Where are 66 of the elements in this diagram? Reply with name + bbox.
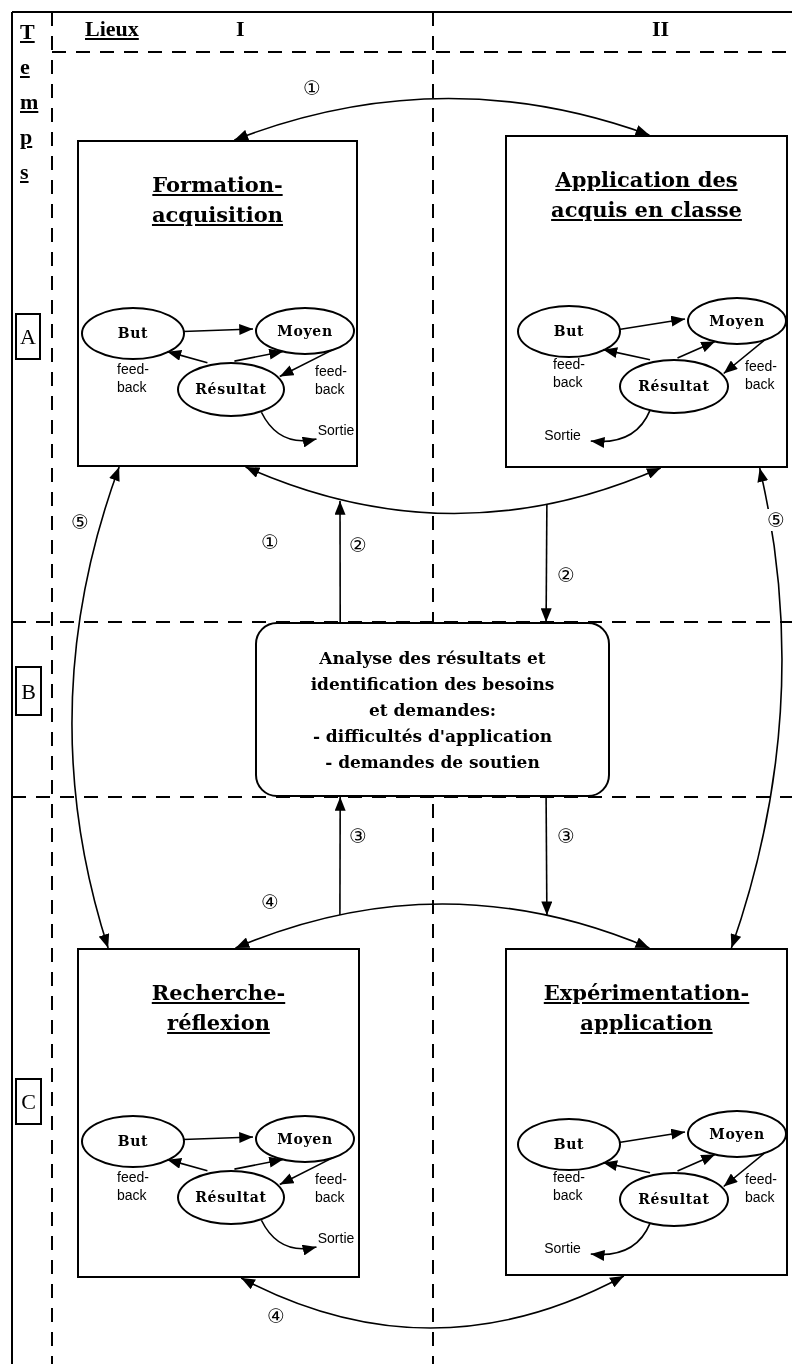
arrow [676,1153,716,1172]
column-label: I [236,15,245,43]
feedback-label: feed- back [315,362,348,398]
arrow [182,1132,254,1143]
box-text: Analyse des résultats et identification des besoins et demandes: [309,646,556,722]
box-title: Formation-acquisition [150,171,285,229]
ellipse-node: Moyen [255,1115,355,1163]
arrow [334,500,346,623]
ellipse-node: Résultat [619,1172,729,1227]
arrow [233,348,284,362]
ellipse-node: But [81,1115,185,1168]
arrow [233,1156,284,1170]
ellipse-node: Résultat [619,359,729,414]
row-marker: C [15,1078,42,1125]
feedback-label: feed- back [553,1168,586,1204]
output-label: Sortie [535,425,590,445]
arrow [233,97,651,141]
arrow [240,1275,625,1329]
ellipse-node: Résultat [177,1170,285,1225]
arrow [589,409,651,448]
box-title: Application des acquis en classe [550,166,743,224]
feedback-label: feed- back [117,1168,150,1204]
axis-title: Temps [20,18,36,186]
arrow [234,903,651,949]
process-box [255,622,610,797]
ellipse-node: But [517,305,621,358]
output-label: Sortie [311,1228,361,1248]
arrow [260,411,318,447]
box-title: Expérimentation-application [542,979,751,1037]
feedback-label: feed- back [745,357,778,393]
output-label: Sortie [535,1238,590,1258]
process-box [77,948,360,1278]
edge-label: ⑤ [767,509,785,531]
output-label: Sortie [311,420,361,440]
process-box [505,948,788,1276]
ellipse-node: But [81,307,185,360]
arrow [244,466,662,515]
arrow [71,466,120,949]
ellipse-node: Moyen [687,1110,787,1158]
ellipse-node: Résultat [177,362,285,417]
box-text: - demandes de soutien [325,750,540,774]
process-box [77,140,358,467]
arrow [618,1128,686,1144]
arrow [540,503,552,623]
ellipse-node: But [517,1118,621,1171]
column-label: II [652,15,670,43]
arrow [730,467,783,949]
feedback-label: feed- back [117,360,150,396]
feedback-label: feed- back [553,355,586,391]
ellipse-node: Moyen [687,297,787,345]
arrow [541,796,553,916]
arrow [182,324,254,335]
row-marker: B [15,666,42,716]
row-marker: A [15,313,41,360]
arrow [589,1222,651,1261]
arrow [618,315,686,331]
process-box [505,135,788,468]
feedback-label: feed- back [315,1170,348,1206]
box-title: Recherche-réflexion [150,979,287,1037]
feedback-label: feed- back [745,1170,778,1206]
arrow [676,340,716,359]
box-text: - difficultés d'application [312,724,553,748]
arrow [260,1219,318,1255]
ellipse-node: Moyen [255,307,355,355]
arrow [334,796,346,916]
axis-title: Lieux [85,15,139,43]
